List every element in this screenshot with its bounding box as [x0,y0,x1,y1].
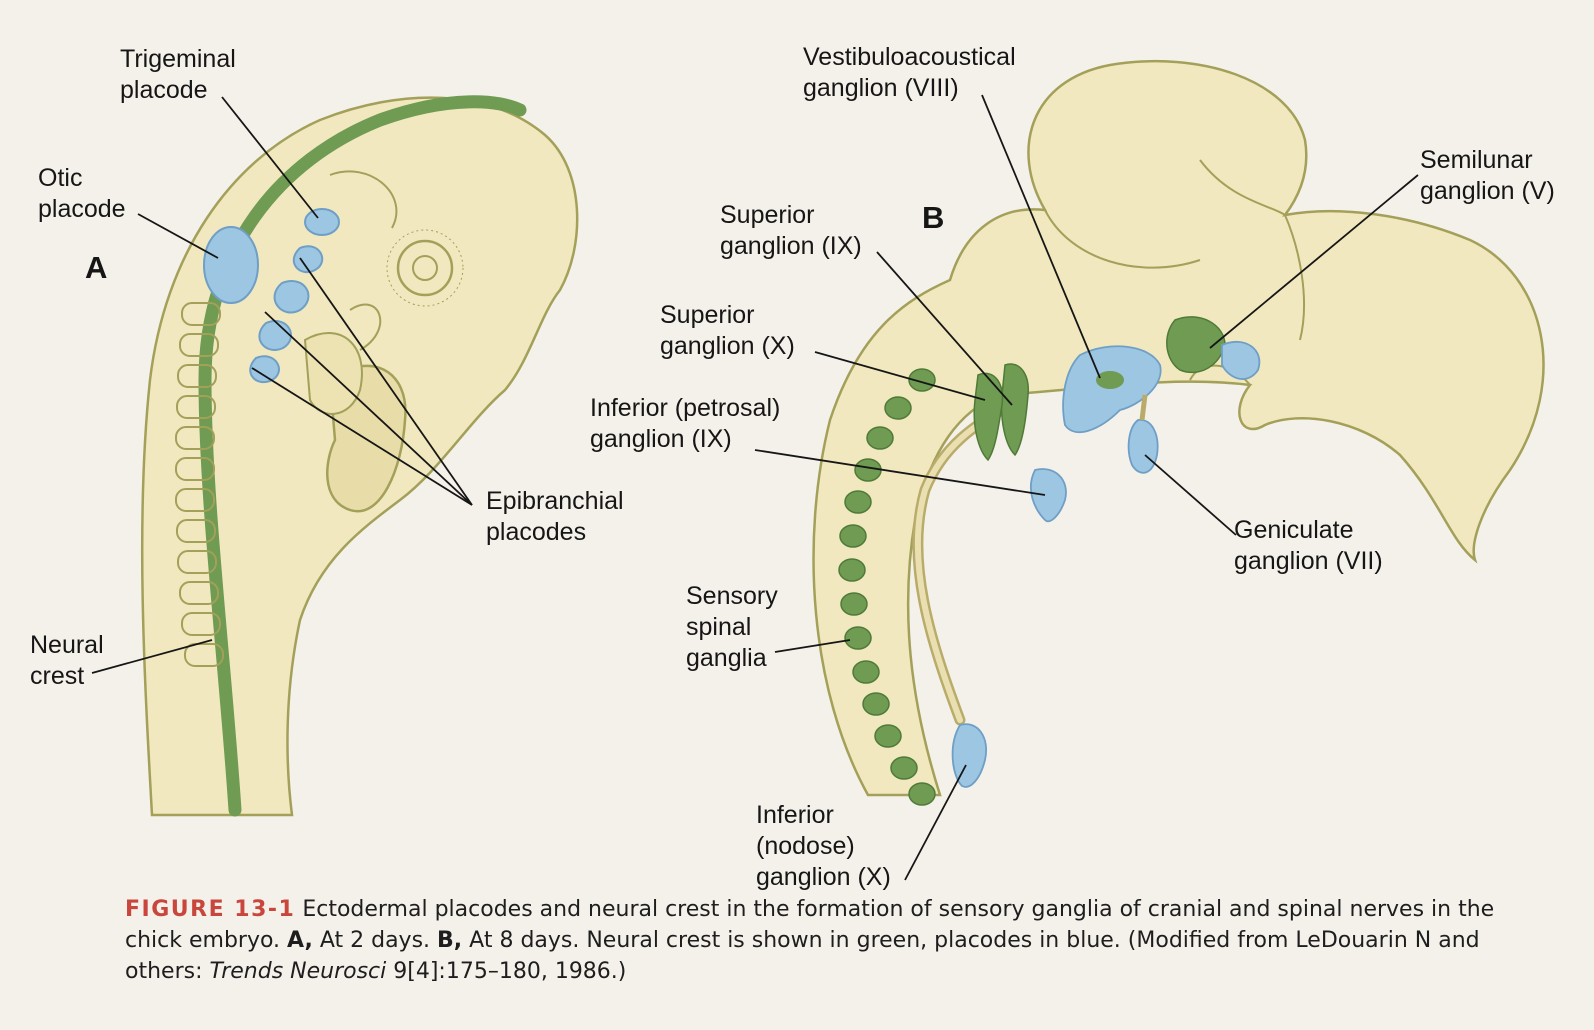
pharyngeal-arch [305,333,362,414]
label-inferior-petrosal-ganglion: Inferior (petrosal) ganglion (IX) [590,393,780,455]
label-line: Inferior (petrosal) [590,393,780,424]
label-line: ganglion (IX) [720,231,862,262]
label-line: Trigeminal [120,44,236,75]
superior-ganglion-ix-shape [1002,364,1029,455]
label-line: crest [30,661,104,692]
label-line: Epibranchial [486,486,624,517]
inferior-nodose-shape [953,724,987,787]
label-line: Sensory [686,581,778,612]
label-semilunar-ganglion: Semilunar ganglion (V) [1420,145,1555,207]
label-otic-placode: Otic placode [38,163,126,225]
panel-letter-b: B [922,200,944,236]
label-line: (nodose) [756,831,891,862]
label-line: ganglion (IX) [590,424,780,455]
panel-letter-a: A [85,250,107,286]
epibranchial-placode-3 [259,321,291,350]
inferior-petrosal-shape [1031,469,1066,521]
label-superior-ganglion-x: Superior ganglion (X) [660,300,795,362]
label-sensory-spinal-ganglia: Sensory spinal ganglia [686,581,778,674]
label-line: ganglion (VII) [1234,546,1383,577]
label-vestibuloacoustical-ganglion: Vestibuloacoustical ganglion (VIII) [803,42,1016,104]
label-line: Superior [720,200,862,231]
geniculate-stalk [1142,395,1145,420]
caption-journal: Trends Neurosci [209,959,386,984]
label-line: Superior [660,300,795,331]
label-line: placode [38,194,126,225]
geniculate-shape [1129,420,1158,473]
label-inferior-nodose-ganglion: Inferior (nodose) ganglion (X) [756,800,891,893]
trigeminal-placode-shape [305,209,339,235]
label-line: placodes [486,517,624,548]
vestibuloacoustical-green-core [1096,371,1124,389]
caption-panel-a-ref: A, [287,928,313,953]
label-line: Vestibuloacoustical [803,42,1016,73]
label-superior-ganglion-ix: Superior ganglion (IX) [720,200,862,262]
caption-text: At 2 days. [313,928,437,953]
label-line: ganglion (X) [756,862,891,893]
vestibuloacoustical-shape [1063,346,1161,432]
label-trigeminal-placode: Trigeminal placode [120,44,236,106]
epibranchial-placode-2 [275,281,309,312]
semilunar-blue-part [1222,342,1259,379]
figure-number: FIGURE 13-1 [125,897,295,922]
label-geniculate-ganglion: Geniculate ganglion (VII) [1234,515,1383,577]
caption-panel-b-ref: B, [437,928,462,953]
otic-placode-shape [204,227,258,303]
label-line: ganglion (X) [660,331,795,362]
label-line: ganglion (VIII) [803,73,1016,104]
label-line: placode [120,75,236,106]
embryo-2-day [92,97,577,815]
label-line: ganglia [686,643,778,674]
superior-ganglion-x-shape [974,373,1002,460]
label-line: Neural [30,630,104,661]
label-line: spinal [686,612,778,643]
figure-caption: FIGURE 13-1 Ectodermal placodes and neur… [125,894,1525,987]
label-line: Otic [38,163,126,194]
caption-text: 9[4]:175–180, 1986.) [386,959,626,984]
label-line: Geniculate [1234,515,1383,546]
label-line: Semilunar [1420,145,1555,176]
label-neural-crest: Neural crest [30,630,104,692]
label-line: Inferior [756,800,891,831]
label-line: ganglion (V) [1420,176,1555,207]
label-epibranchial-placodes: Epibranchial placodes [486,486,624,548]
